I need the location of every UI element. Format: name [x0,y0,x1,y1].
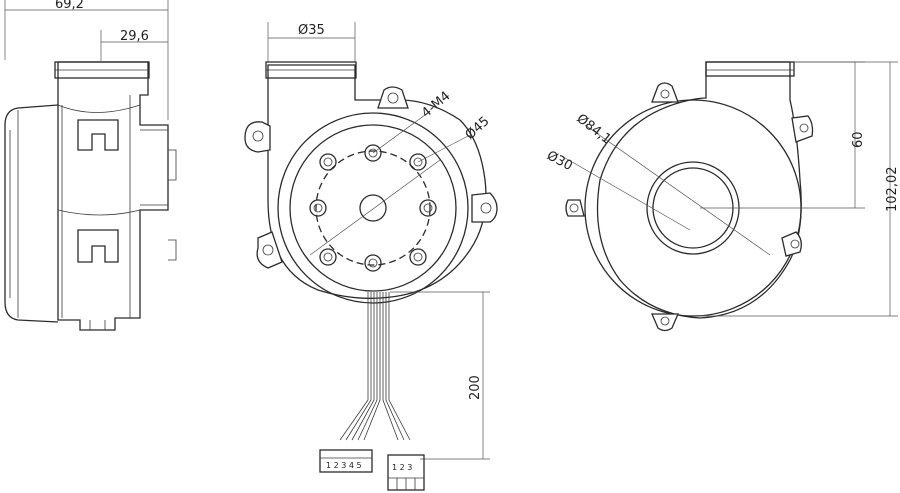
connector-5pin: 1 2 3 4 5 [319,449,373,473]
dim-outlet-height: 60 [851,131,866,148]
side-view [4,61,177,331]
dim-outlet-diameter: Ø35 [298,23,325,38]
screw-head-group [309,144,437,272]
front-view [244,61,498,304]
dim-mount-holes: 4-M4 [419,89,454,121]
dim-outlet-depth: 29,6 [120,29,149,44]
dim-inlet-diameter: Ø30 [544,148,575,174]
rear-view-dimensions: Ø84,1 Ø30 60 102,02 [544,61,900,317]
connector-3pin: 1 2 3 [387,454,425,491]
side-view-dimensions: 69,2 29,6 [4,0,169,120]
dim-bolt-circle: Ø45 [463,114,493,143]
dim-cable-length: 200 [468,375,483,400]
rear-view [559,61,814,332]
dim-overall-height: 102,02 [885,167,900,213]
cable-length-dimension: 200 [390,291,490,460]
dim-housing-diameter: Ø84,1 [574,111,614,147]
cable-bundle [339,292,411,441]
dim-overall-depth: 69,2 [55,0,84,12]
connector-5pin-label: 1 2 3 4 5 [326,461,362,470]
connector-3pin-label: 1 2 3 [392,463,412,472]
